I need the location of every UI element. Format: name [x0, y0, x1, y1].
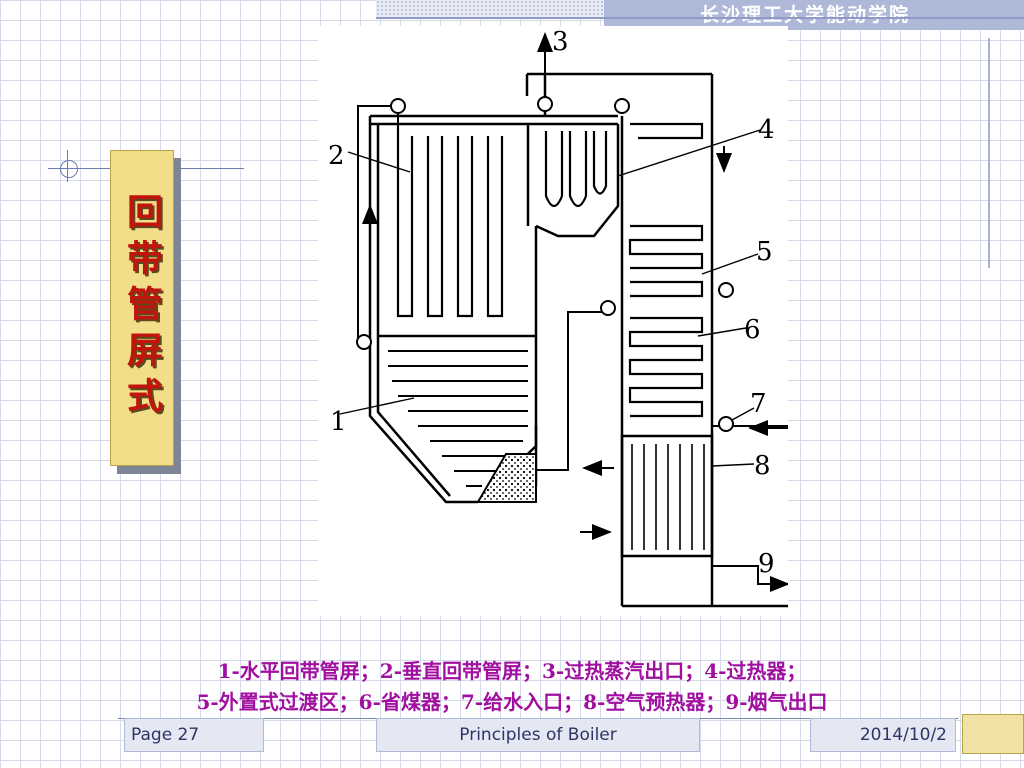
part-labels: 1 2 3 4 5 6 7 8 9	[328, 27, 775, 579]
caption-line-2: 5-外置式过渡区；6-省煤器；7-给水入口；8-空气预热器；9-烟气出口	[196, 690, 828, 714]
label-3: 3	[552, 27, 569, 57]
footer-page-number: Page 27	[124, 718, 264, 752]
label-9: 9	[758, 549, 775, 579]
caption-line-1: 1-水平回带管屏；2-垂直回带管屏；3-过热蒸汽出口；4-过热器；	[217, 659, 807, 683]
header-bar	[604, 0, 1024, 30]
horizontal-tube-panels	[388, 350, 528, 487]
label-6: 6	[744, 315, 761, 345]
slide-title: 回带管屏式	[121, 193, 163, 423]
label-2: 2	[328, 141, 345, 171]
air-preheater-tubes	[631, 444, 705, 550]
title-panel: 回带管屏式	[110, 150, 174, 466]
label-7: 7	[750, 389, 767, 419]
label-5: 5	[756, 237, 773, 267]
right-decor-line	[988, 38, 990, 268]
footer-course-title: Principles of Boiler	[376, 718, 700, 752]
leader-lines	[339, 129, 761, 467]
coal-pile	[476, 453, 537, 503]
pipework	[357, 105, 788, 585]
vertical-tube-panels	[396, 126, 608, 318]
label-4: 4	[758, 115, 775, 145]
corner-decor-box	[962, 714, 1024, 754]
header-institution: 长沙理工大学能动学院	[699, 4, 910, 26]
header-drums	[356, 96, 734, 432]
decor-circle-icon	[60, 160, 78, 178]
furnace-outline	[368, 72, 788, 608]
flow-arrows	[362, 32, 788, 592]
right-column-coils	[628, 122, 704, 418]
footer-date: 2014/10/2	[810, 718, 956, 752]
label-1: 1	[330, 407, 347, 437]
boiler-schematic: 1 2 3 4 5 6 7 8 9	[328, 27, 788, 608]
header-rule	[376, 17, 1024, 19]
boiler-diagram: 1 2 3 4 5 6 7 8 9	[318, 26, 788, 616]
header-dot-pattern	[376, 0, 606, 18]
label-8: 8	[754, 451, 771, 481]
